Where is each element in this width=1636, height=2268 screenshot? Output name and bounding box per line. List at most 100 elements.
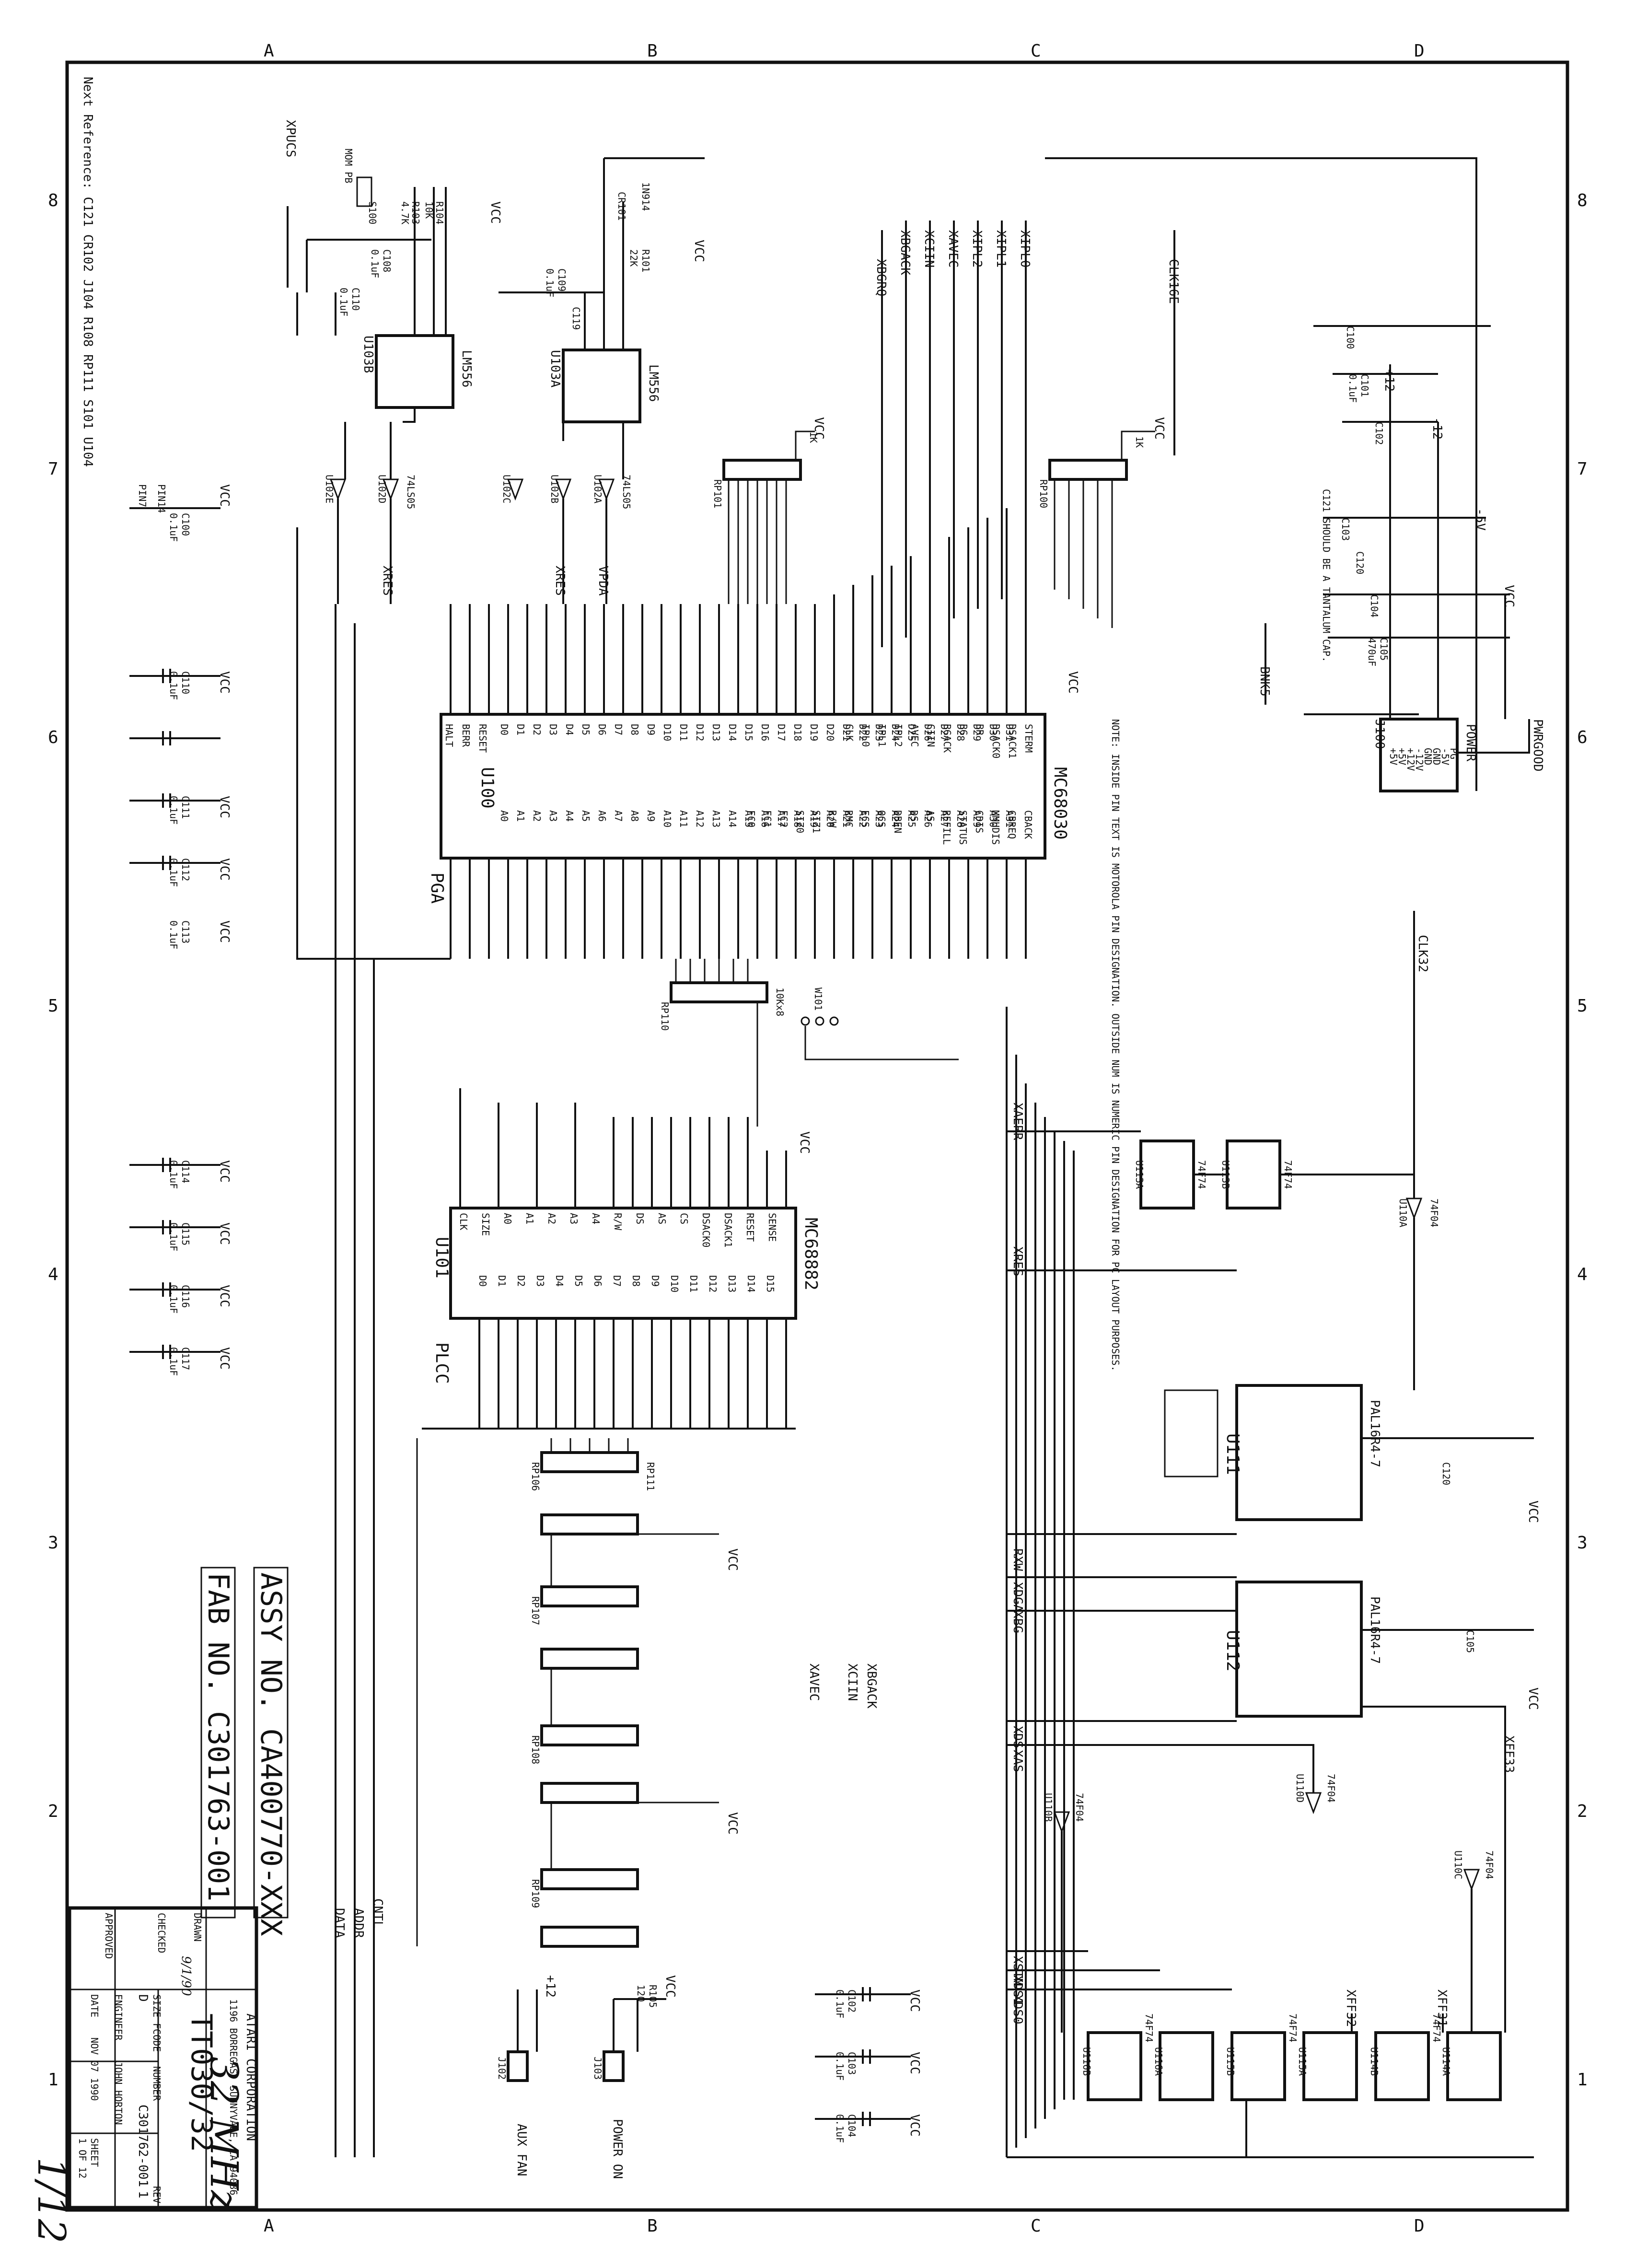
c110-value: 0.1uF bbox=[338, 288, 349, 316]
tb-engineer-label: ENGINEER bbox=[113, 1994, 124, 2041]
tb-date-label: DATE bbox=[89, 1994, 100, 2017]
cpu-u100: U100 MC68030 PGA NOTE: INSIDE PIN TEXT I… bbox=[427, 499, 1121, 1372]
fpu-pin-12: DSACK1 bbox=[722, 1213, 734, 1247]
cpu-misc-pin-17: CBACK bbox=[1022, 810, 1034, 839]
zone-number-1: 1 bbox=[1577, 2070, 1588, 2090]
rp108-label: RP108 bbox=[530, 1735, 541, 1764]
u110d-label: U110D bbox=[1294, 1774, 1306, 1803]
power-conn-label: POWER bbox=[1463, 724, 1478, 762]
signal-xdga: XDGA bbox=[1010, 1582, 1025, 1612]
vcc-pin14: VCC bbox=[217, 484, 232, 507]
pin7-label: PIN7 bbox=[137, 484, 148, 507]
u113a-ff bbox=[1139, 1140, 1195, 1210]
cpu-addr-pin-6: A6 bbox=[596, 810, 608, 822]
rp106-pack-a bbox=[540, 1451, 639, 1473]
u115b-label: U115B bbox=[1225, 2047, 1236, 2076]
signal-xff33: XFF33 bbox=[1502, 1735, 1516, 1773]
cpu-misc-pin-2: FC2 bbox=[778, 810, 789, 827]
fpu-data-pin-2: D2 bbox=[515, 1275, 527, 1287]
cpu-data-pin-11: D11 bbox=[678, 724, 689, 741]
c103-label: C103 bbox=[1340, 518, 1351, 541]
fpu-pin-13: RESET bbox=[744, 1213, 756, 1242]
rp110-label: RP110 bbox=[659, 1002, 671, 1031]
cpu-misc-pin-16: CBREQ bbox=[1006, 810, 1018, 839]
cpu-data-pin-13: D13 bbox=[710, 724, 722, 741]
glue-logic: CLK32 U110A 74F04 U113A 74F74 U113B 74F7… bbox=[807, 911, 1540, 2158]
u110c-label: U110C bbox=[1452, 1850, 1464, 1879]
cpu-addr-pin-29: A29 bbox=[971, 810, 983, 827]
cpu-addr-pin-0: A0 bbox=[499, 810, 510, 822]
vcc-dec-4: VCC bbox=[217, 920, 232, 943]
cpu-misc-pin-11: AS bbox=[925, 810, 936, 822]
vcc-dec-8: VCC bbox=[217, 1347, 232, 1370]
u110a-inverter bbox=[1405, 1198, 1423, 1220]
zone-letter-b-top: B bbox=[647, 41, 658, 61]
cpu-data-pin-0: D0 bbox=[499, 724, 510, 735]
vcc-pal1: VCC bbox=[1526, 1500, 1540, 1523]
u102b-label: U102B bbox=[549, 475, 560, 503]
zone-letter-a-bottom: A bbox=[264, 2216, 274, 2236]
u115a-ff bbox=[1302, 2031, 1358, 2101]
cpu-top-pin-11: STERM bbox=[1023, 724, 1034, 753]
title-block: DRAWN CHECKED APPROVED 9/1/90 ATARI CORP… bbox=[68, 1906, 258, 2210]
bus-cntl: CNTL bbox=[371, 1898, 385, 1929]
cpu-data-pin-6: D6 bbox=[596, 724, 608, 735]
j102-label: J102 bbox=[496, 2057, 508, 2080]
vcc-reset-a: VCC bbox=[692, 240, 706, 262]
tb-address: 1196 BORREGAS, SUNNYVALE, CA 94086 bbox=[228, 1999, 239, 2195]
vcc-rp100: VCC bbox=[1152, 417, 1166, 440]
cpu-data-pin-4: D4 bbox=[564, 724, 575, 735]
fpu-data-pin-10: D10 bbox=[669, 1275, 680, 1292]
title-block-grid bbox=[70, 1908, 256, 2208]
bus-addr: ADDR bbox=[351, 1908, 366, 1938]
c106-label: C102 bbox=[846, 1989, 858, 2012]
assy-box bbox=[253, 1567, 289, 1919]
cpu-addr-pin-9: A9 bbox=[645, 810, 657, 822]
cpu-data-pin-3: D3 bbox=[547, 724, 559, 735]
u101-package: PLCC bbox=[432, 1342, 452, 1384]
cpu-addr-pin-24: A24 bbox=[890, 810, 901, 827]
u103b-chip bbox=[375, 334, 454, 409]
j102-connector bbox=[507, 2050, 529, 2082]
vcc-dec-5: VCC bbox=[217, 1160, 232, 1183]
tb-date-value: NOV 07 1990 bbox=[89, 2037, 100, 2101]
cpu-data-pin-19: D19 bbox=[808, 724, 820, 741]
border-frame bbox=[65, 60, 1569, 2212]
reset-circuit-group: XPUCS MOM PB S100 R103 4.7K R104 10K C10… bbox=[129, 120, 706, 604]
rp101-pack bbox=[722, 459, 802, 481]
rp101-wires bbox=[728, 430, 815, 604]
signal-xaerr: XAERR bbox=[1010, 1103, 1025, 1140]
cpu-data-pin-1: D1 bbox=[515, 724, 526, 735]
fpu-data-pin-5: D5 bbox=[573, 1275, 584, 1287]
tb-sheet-label: SHEET bbox=[89, 2138, 100, 2167]
rp110-wires bbox=[675, 959, 959, 1127]
vcc-rp101: VCC bbox=[812, 417, 826, 440]
u110d-inverter bbox=[1305, 1792, 1322, 1814]
cpu-addr-pin-20: A20 bbox=[824, 810, 836, 827]
cpu-top-pin-9: DSACK0 bbox=[990, 724, 1002, 758]
c109-label: C109 bbox=[556, 268, 568, 291]
u103b-name: U103B bbox=[361, 336, 375, 373]
zone-markers: A B C D A B C D 8 7 6 5 4 3 2 1 8 7 6 5 … bbox=[48, 41, 1588, 2236]
cpu-data-pin-21: D21 bbox=[841, 724, 852, 741]
fpu-data-pin-3: D3 bbox=[534, 1275, 546, 1287]
cpu-misc-pin-15: MMUDIS bbox=[990, 810, 1001, 845]
aux-connectors: C102 0.1uF C103 0.1uF C104 0.1uF VCC VCC… bbox=[496, 1975, 922, 2179]
signal-xbg: XBG bbox=[1010, 1611, 1025, 1633]
u102e-label: U102E bbox=[324, 475, 335, 503]
fpu-pin-7: R/W bbox=[612, 1213, 624, 1231]
f74-u114b: 74F74 bbox=[1431, 2013, 1442, 2042]
cpu-top-pin-5: CIIN bbox=[925, 724, 937, 747]
lower-cap-wires bbox=[815, 1987, 911, 2126]
c121-note: C121 SHOULD BE A TANTALUM CAP. bbox=[1321, 489, 1332, 662]
signal-rxw: RXW bbox=[1010, 1548, 1025, 1571]
aux-wires bbox=[517, 1989, 666, 2052]
vcc-dec-1: VCC bbox=[217, 671, 232, 694]
signal-xres-a: XRES bbox=[380, 566, 394, 596]
pwrgood-wire bbox=[1457, 719, 1530, 754]
c105-label: C105 bbox=[1378, 638, 1390, 661]
tb-drawn-label: DRAWN bbox=[192, 1913, 203, 1942]
r103-value: 4.7K bbox=[399, 201, 411, 224]
fpu-data-pin-7: D7 bbox=[611, 1275, 623, 1287]
pullup-packs: RP106 RP111 RP107 RP108 RP109 VCC VCC bbox=[416, 1438, 740, 1948]
